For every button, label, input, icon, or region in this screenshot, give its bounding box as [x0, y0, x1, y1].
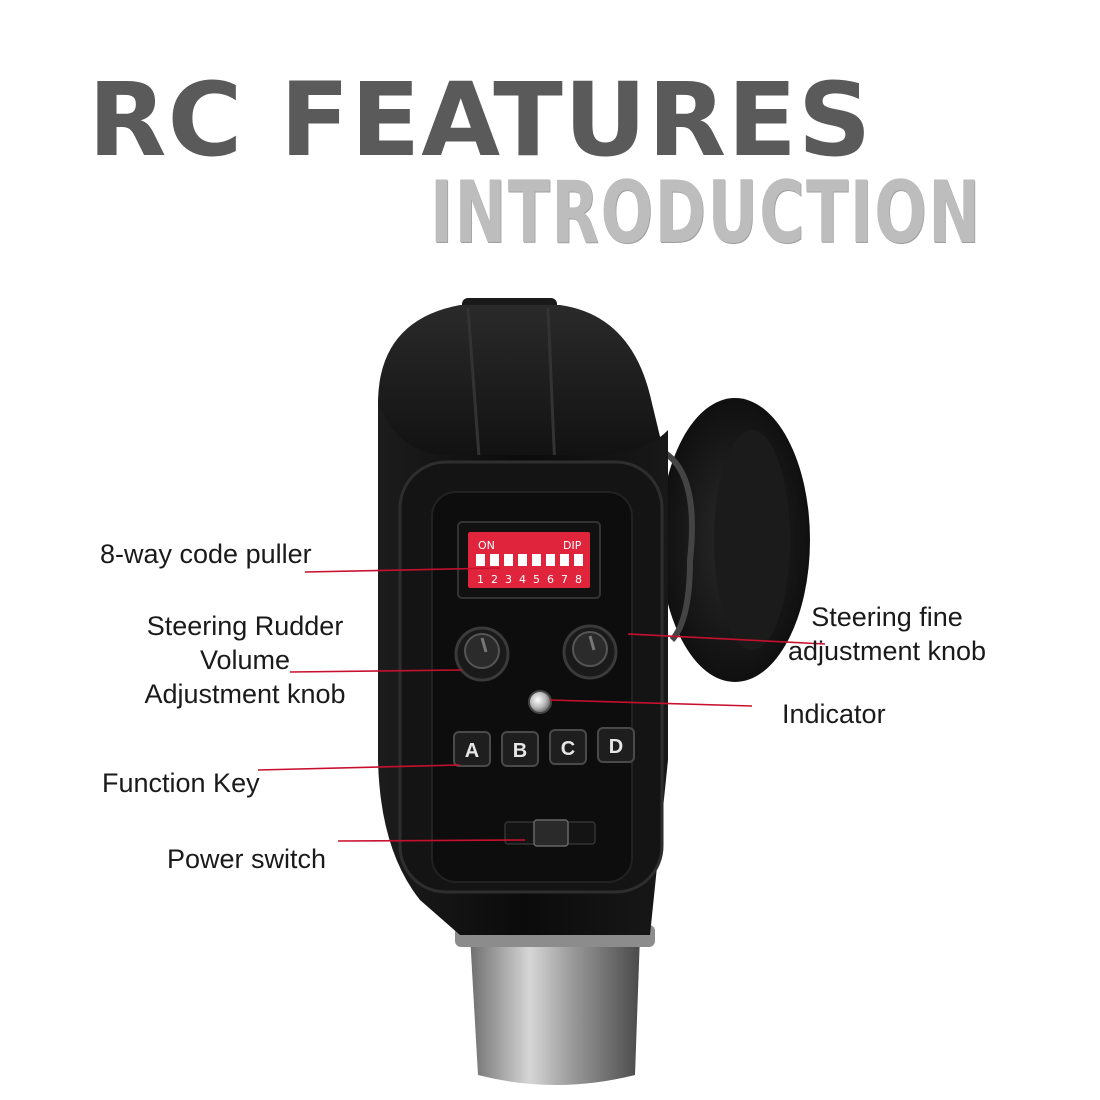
callout-steering-fine-line1: Steering fine: [811, 602, 963, 632]
power-switch[interactable]: [504, 819, 596, 847]
callout-steering-rudder-volume: Steering Rudder Volume Adjustment knob: [130, 610, 360, 711]
pointer-lines: [257, 567, 826, 842]
indicator-led: [528, 690, 552, 714]
dip-lever: [504, 554, 513, 566]
dip-on-label: ON: [478, 539, 495, 552]
dip-number: 4: [519, 573, 526, 586]
dip-lever: [476, 554, 485, 566]
dip-number: 2: [491, 573, 498, 586]
pointer-line-power-switch: [337, 839, 526, 842]
dip-levers: [476, 554, 583, 566]
callout-code-puller: 8-way code puller: [100, 539, 312, 569]
callout-steering-fine-adjustment: Steering fine adjustment knob: [772, 601, 1002, 669]
function-key-d[interactable]: D: [597, 727, 635, 763]
function-key-c[interactable]: C: [549, 729, 587, 765]
dip-switch: [468, 532, 590, 588]
dip-number: 5: [533, 573, 540, 586]
dip-lever: [574, 554, 583, 566]
dip-number: 1: [477, 573, 484, 586]
dip-number: 6: [547, 573, 554, 586]
dip-lever: [546, 554, 555, 566]
top-housing: [378, 305, 668, 480]
dip-numbers: 1 2 3 4 5 6 7 8: [477, 573, 582, 586]
pointer-line-function-key: [257, 764, 461, 771]
callout-power-switch: Power switch: [167, 844, 327, 874]
handle-shaft: [470, 935, 640, 1085]
dip-number: 3: [505, 573, 512, 586]
callout-steering-fine-line2: adjustment knob: [787, 635, 987, 666]
dip-lever: [518, 554, 527, 566]
dip-lever: [560, 554, 569, 566]
callout-steering-rudder-line2: Volume: [199, 644, 291, 675]
function-key-a[interactable]: A: [453, 731, 491, 767]
callout-steering-rudder-line3: Adjustment knob: [144, 678, 346, 709]
pointer-line-rudder-knob: [289, 669, 463, 673]
function-key-d-label: D: [609, 736, 623, 758]
pointer-line-fine-knob: [627, 633, 826, 645]
function-key-c-label: C: [561, 738, 575, 760]
title-introduction: INTRODUCTION: [430, 163, 982, 263]
callout-function-key: Function Key: [102, 768, 260, 798]
steering-rudder-volume-knob[interactable]: [454, 626, 510, 682]
pointer-line-indicator: [549, 699, 753, 707]
pointer-line-code-puller: [304, 567, 501, 573]
dip-lever: [532, 554, 541, 566]
dip-lever: [490, 554, 499, 566]
title-rc-features: RC FEATURES: [88, 61, 873, 180]
dip-number: 8: [575, 573, 582, 586]
function-key-b-label: B: [513, 740, 527, 762]
function-key-b[interactable]: B: [501, 731, 539, 767]
callout-indicator: Indicator: [782, 699, 886, 729]
dip-dip-label: DIP: [563, 539, 582, 552]
steering-fine-adjustment-knob[interactable]: [562, 624, 618, 680]
dip-number: 7: [561, 573, 568, 586]
function-key-a-label: A: [465, 740, 479, 762]
callout-steering-rudder-line1: Steering Rudder: [146, 611, 344, 641]
